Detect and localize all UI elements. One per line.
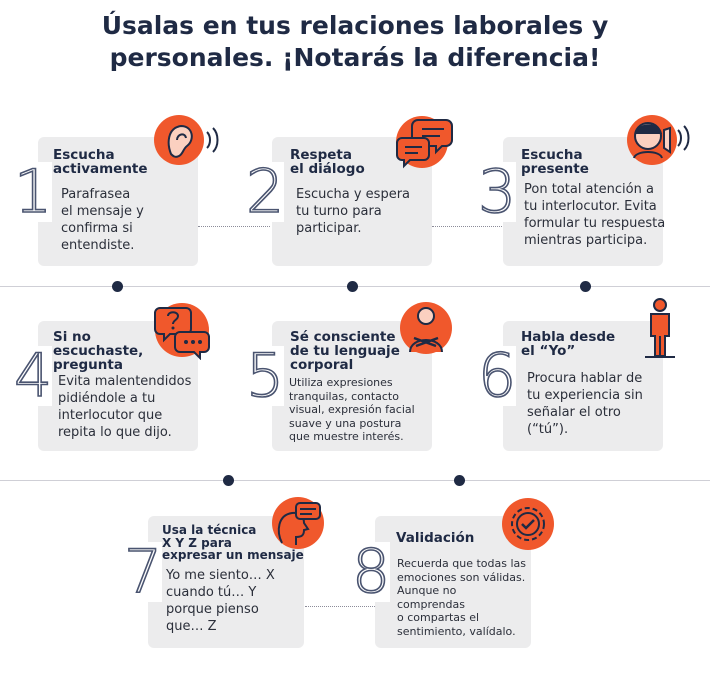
dotted-connector [305, 606, 375, 607]
card-body: Escucha y espera tu turno para participa… [296, 187, 411, 236]
step-number: 7 [123, 537, 163, 607]
step-number: 8 [351, 537, 391, 607]
card-title: Respeta el diálogo [290, 147, 365, 177]
card-body: Parafrasea el mensaje y confirma si ente… [61, 187, 144, 253]
person-standing-icon [645, 298, 675, 358]
title-line-1: Úsalas en tus relaciones laborales y [101, 11, 609, 40]
card-body: Evita malentendidos pidiéndole a tu inte… [58, 374, 192, 440]
card-title: Escucha presente [521, 147, 589, 177]
validation-seal-icon [502, 498, 554, 550]
ear-icon [154, 115, 219, 165]
card-title: Sé consciente de tu lenguaje corporal [290, 329, 400, 373]
card-body: Utiliza expresiones tranquilas, contacto… [289, 376, 415, 443]
card-body: Pon total atención a tu interlocutor. Ev… [524, 182, 666, 248]
card-title: Usa la técnica X Y Z para expresar un me… [162, 523, 304, 562]
timeline-dot [347, 281, 358, 292]
step-number: 4 [13, 341, 53, 411]
body-language-icon [400, 302, 452, 354]
dotted-connector [432, 226, 502, 227]
timeline-dot [454, 475, 465, 486]
row-divider-2 [0, 480, 710, 481]
step-number: 5 [245, 341, 285, 411]
person-listening-icon [627, 115, 690, 165]
step-number: 3 [477, 157, 517, 227]
step-number: 2 [245, 157, 285, 227]
step-number: 6 [477, 341, 517, 411]
page-title: Úsalas en tus relaciones laborales y per… [0, 10, 710, 74]
title-line-2: personales. ¡Notarás la diferencia! [109, 43, 601, 72]
tip-card-8 [375, 516, 531, 648]
tip-card-6 [503, 321, 663, 451]
timeline-dot [112, 281, 123, 292]
step-number: 1 [13, 157, 53, 227]
card-title: Si no escuchaste, pregunta [53, 329, 144, 373]
card-body: Recuerda que todas las emociones son vál… [397, 557, 526, 638]
timeline-dot [580, 281, 591, 292]
dotted-connector [198, 226, 270, 227]
timeline-dot [223, 475, 234, 486]
head-message-icon [272, 497, 324, 549]
card-title: Habla desde el “Yo” [521, 329, 616, 359]
speech-bubbles-icon [396, 116, 453, 169]
card-title: Validación [396, 530, 475, 546]
question-bubbles-icon [154, 303, 210, 360]
card-body: Procura hablar de tu experiencia sin señ… [527, 371, 643, 437]
card-title: Escucha activamente [53, 147, 148, 177]
card-body: Yo me siento… X cuando tú… Y porque pien… [166, 568, 275, 634]
